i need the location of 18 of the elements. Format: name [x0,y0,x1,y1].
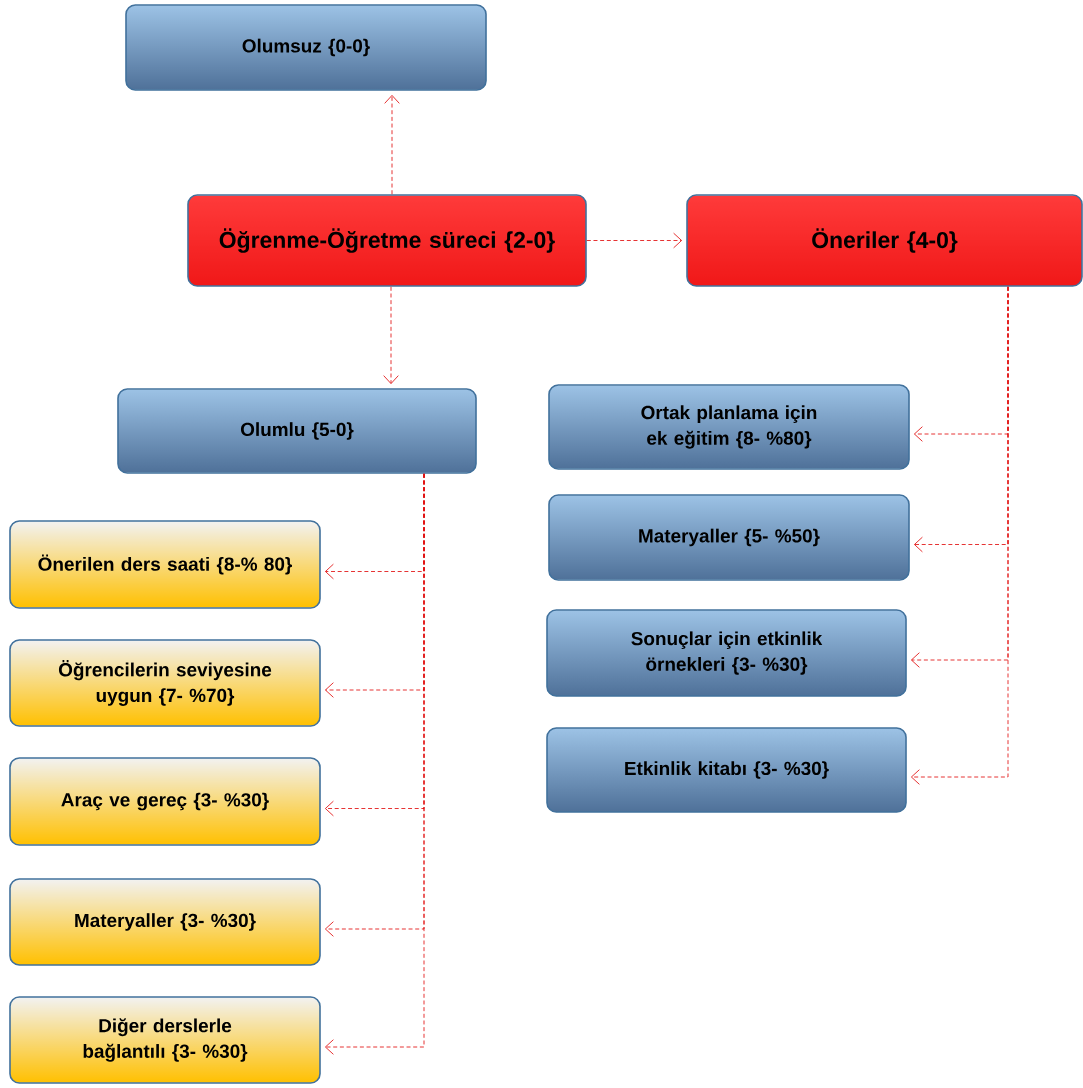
process-box: Olumlu {5-0} [117,388,477,474]
process-box: Etkinlik kitabı {3- %30} [546,727,907,813]
process-box: Öneriler {4-0} [686,194,1083,287]
process-box: Materyaller {3- %30} [9,878,321,966]
arrow [911,286,1009,785]
process-box: Olumsuz {0-0} [125,4,487,91]
arrow [384,95,400,195]
process-box: Ortak planlama için ek eğitim {8- %80} [548,384,910,470]
arrow [586,232,682,249]
process-box: Sonuçlar için etkinlik örnekleri {3- %30} [546,609,907,697]
process-box: Diğer derslerle bağlantılı {3- %30} [9,996,321,1084]
process-box: Önerilen ders saati {8-% 80} [9,520,321,609]
process-box: Öğrenme-Öğretme süreci {2-0} [187,194,587,287]
process-box: Öğrencilerin seviyesine uygun {7- %70} [9,639,321,727]
arrow [383,286,399,384]
arrow [325,473,425,1055]
process-box: Materyaller {5- %50} [548,494,910,581]
process-box: Araç ve gereç {3- %30} [9,757,321,846]
